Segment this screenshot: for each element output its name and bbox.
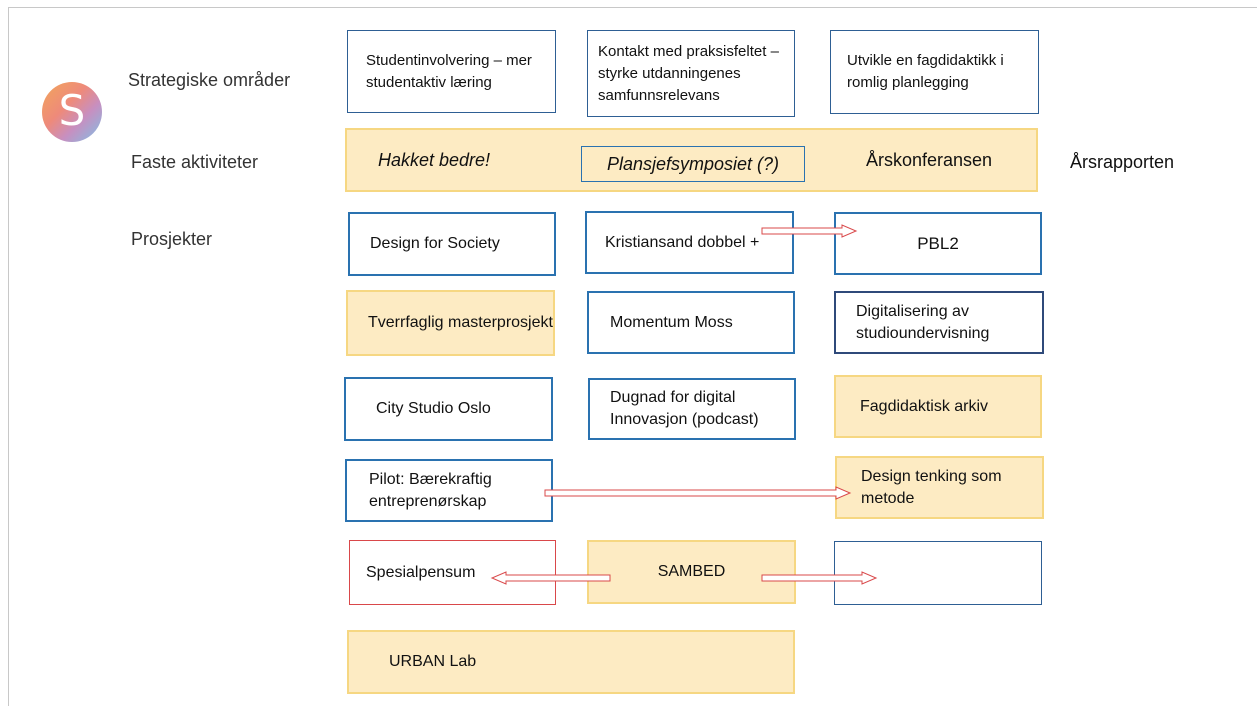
project-momentum-moss: Momentum Moss	[587, 291, 795, 354]
project-urban-lab: URBAN Lab	[347, 630, 795, 694]
logo-letter: S	[58, 86, 86, 135]
project-pilot-baerekraftig: Pilot: Bærekraftig entreprenørskap	[345, 459, 553, 522]
frame-left-border	[8, 7, 9, 706]
arrow-sambed-to-spesialpensum	[490, 571, 611, 585]
row-label-fixed: Faste aktiviteter	[131, 152, 259, 172]
project-design-for-society: Design for Society	[348, 212, 556, 276]
activity-plansjefsymposiet: Plansjefsymposiet (?)	[581, 146, 805, 182]
logo-icon: S	[42, 82, 102, 142]
activity-arsrapporten: Årsrapporten	[1070, 152, 1175, 172]
project-spesialpensum: Spesialpensum	[349, 540, 556, 605]
project-digitalisering: Digitalisering av studioundervisning	[834, 291, 1044, 354]
activity-hakket-bedre: Hakket bedre!	[378, 150, 491, 170]
project-sambed: SAMBED	[587, 540, 796, 604]
project-city-studio-oslo: City Studio Oslo	[344, 377, 553, 441]
arrow-sambed-to-empty-box	[761, 571, 878, 585]
frame-top-border	[8, 7, 1257, 8]
strategic-box-fagdidaktikk: Utvikle en fagdidaktikk i romlig planleg…	[830, 30, 1039, 114]
arrow-pilot-to-design-tenking	[544, 486, 852, 500]
project-design-tenking: Design tenking som metode	[835, 456, 1044, 519]
project-pbl2: PBL2	[834, 212, 1042, 275]
row-label-projects: Prosjekter	[131, 229, 213, 249]
strategic-box-studentinvolvering: Studentinvolvering – mer studentaktiv læ…	[347, 30, 556, 113]
project-dugnad-digital-innovasjon: Dugnad for digital Innovasjon (podcast)	[588, 378, 796, 440]
activity-arskonferansen: Årskonferansen	[866, 150, 993, 170]
project-empty-box	[834, 541, 1042, 605]
project-kristiansand-dobbel: Kristiansand dobbel +	[585, 211, 794, 274]
project-fagdidaktisk-arkiv: Fagdidaktisk arkiv	[834, 375, 1042, 438]
project-tverrfaglig-masterprosjekt: Tverrfaglig masterprosjekt	[346, 290, 555, 356]
strategic-box-praksisfeltet: Kontakt med praksisfeltet – styrke utdan…	[587, 30, 795, 117]
arrow-kristiansand-to-pbl2	[761, 224, 858, 238]
row-label-strategic: Strategiske områder	[128, 70, 291, 90]
